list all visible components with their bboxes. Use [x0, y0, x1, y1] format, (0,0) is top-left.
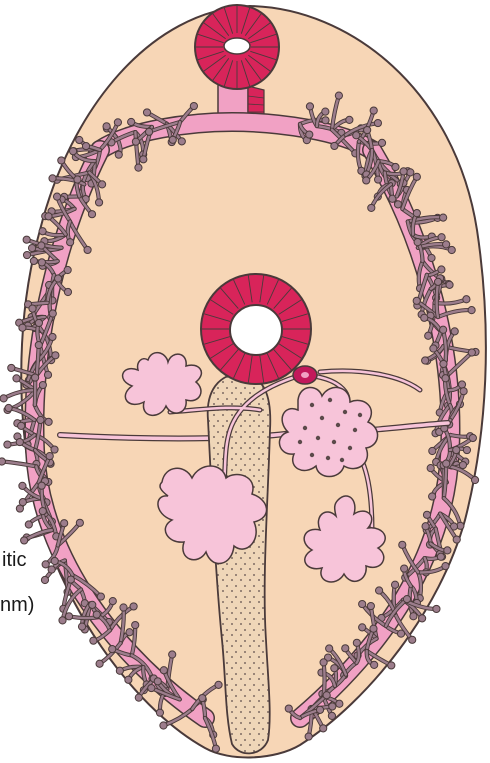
label-line-2: nm): [0, 594, 34, 617]
genital-pore-icon: [293, 366, 317, 384]
label-line-1: itic: [2, 549, 26, 572]
ventral-sucker-icon: [201, 274, 311, 384]
oral-sucker-icon: [195, 5, 279, 89]
